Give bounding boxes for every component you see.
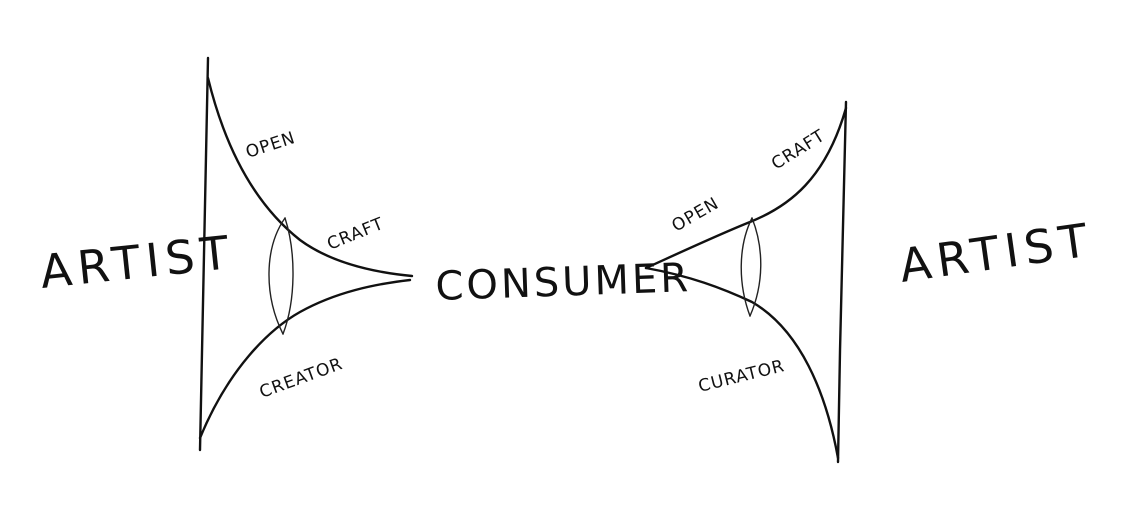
left-artist-label: ARTIST [38,225,238,299]
right-funnel-lower-curve [644,266,840,460]
left-funnel-lower-curve [198,278,412,440]
right-lens-outer [740,217,753,317]
left-funnel [198,56,414,452]
left-creator-label: CREATOR [257,354,346,403]
left-funnel-base-line [198,56,210,452]
consumer-label: CONSUMER [435,255,692,310]
left-funnel-upper-curve [206,76,414,278]
left-open-label: OPEN [243,128,298,163]
left-lens-outer [268,217,286,335]
right-funnel-base-line [836,100,848,464]
right-lens-inner [749,217,762,317]
right-open-label: OPEN [669,193,723,236]
right-curator-label: CURATOR [696,356,787,397]
right-artist-label: ARTIST [896,212,1097,293]
left-craft-label: CRAFT [324,214,387,255]
left-lens-inner [282,217,294,335]
right-funnel [644,100,848,464]
